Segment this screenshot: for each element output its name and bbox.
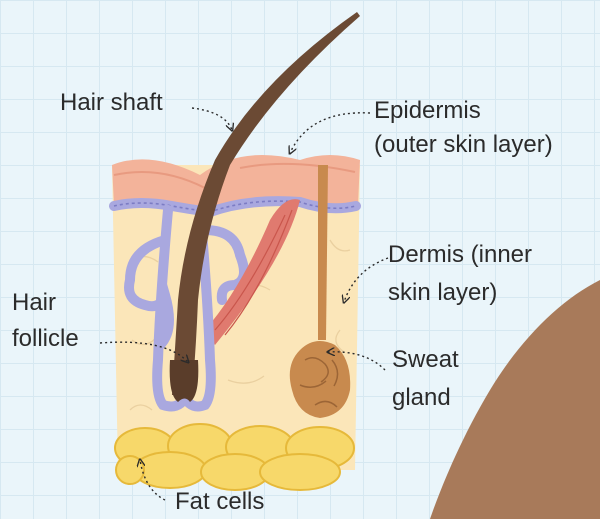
label-dermis-line1: Dermis (inner: [388, 240, 532, 270]
leader-hair-shaft: [192, 108, 232, 130]
leader-epidermis: [290, 113, 370, 153]
label-hair-shaft: Hair shaft: [60, 88, 163, 118]
label-sweat-gland-line1: Sweat: [392, 345, 459, 375]
label-dermis-line2: skin layer): [388, 278, 497, 308]
label-hair-follicle-line1: Hair: [12, 288, 56, 318]
arm-skin: [430, 280, 600, 519]
fat-cells-layer: [115, 424, 354, 490]
label-fat-cells: Fat cells: [175, 487, 264, 517]
label-sweat-gland-line2: gland: [392, 383, 451, 413]
label-epidermis-line2: (outer skin layer): [374, 130, 553, 160]
label-hair-follicle-line2: follicle: [12, 324, 79, 354]
label-epidermis-line1: Epidermis: [374, 96, 481, 126]
hair-root: [170, 360, 199, 402]
